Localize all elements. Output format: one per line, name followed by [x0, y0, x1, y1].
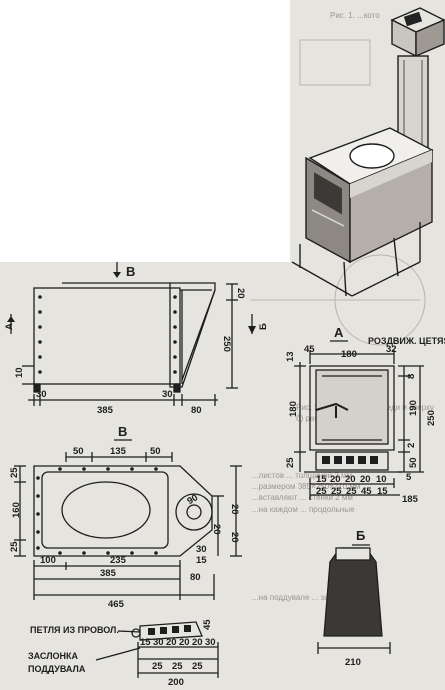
damper-label: ЗАСЛОНКА [28, 651, 78, 661]
dim-front-left-top: 45 [304, 344, 315, 355]
dim-front-bottom-a-1: 15 [316, 474, 327, 485]
side-view-right-arrow: Б [258, 323, 269, 330]
side-view-side-arrow: A [4, 323, 15, 330]
dim-front-overall-h: 250 [426, 410, 437, 426]
dim-front-width: 180 [341, 349, 357, 360]
dim-left-a: 25 [9, 467, 20, 478]
dim-front-bottom-b-4: 45 [361, 486, 372, 497]
dim-ash-top-3: 20 [166, 637, 177, 648]
dim-height: 250 [221, 336, 232, 352]
dim-front-bottom-b-2: 25 [331, 486, 342, 497]
dim-ash-top-2: 30 [153, 637, 164, 648]
dim-right-gap: 30 [162, 389, 173, 400]
dim-left-c: 25 [9, 541, 20, 552]
dim-mid-c: 20 [229, 532, 240, 543]
dim-front-bottom-b-5: 15 [377, 486, 388, 497]
dim-ash-top-1: 15 [140, 637, 151, 648]
dim-ash-total: 200 [168, 677, 184, 688]
dim-ash-mid-3: 25 [192, 661, 203, 672]
dim-total-a: 385 [100, 568, 117, 579]
dim-front-right-h4: 50 [408, 457, 419, 468]
dim-hole: 90 [185, 492, 200, 507]
dim-mid-b: 20 [229, 504, 240, 515]
dim-width-total: 385 [97, 405, 114, 416]
dim-front-bottom-a-2: 20 [330, 474, 341, 485]
ash-label: ПОДДУВАЛА [28, 664, 86, 674]
dim-left-part: 30 [36, 389, 47, 400]
end-view-label: Б [356, 528, 365, 543]
side-view: B A Б [4, 262, 269, 416]
dim-front-bottom-a-5: 10 [376, 474, 387, 485]
dim-ash-top-4: 20 [179, 637, 190, 648]
front-view-note: РОЗДВИЖ. ЦЕТЯS [368, 336, 445, 346]
dim-front-right-h2: 190 [408, 400, 419, 416]
bg-line-7: ...на поддувале ... заслонка [252, 593, 355, 602]
dim-flue-box: 80 [191, 405, 202, 416]
dim-top-offset: 20 [235, 288, 246, 299]
front-view: A РОЗДВИЖ. ЦЕТЯS 45 180 32 [285, 325, 445, 505]
loop-label: ПЕТЛЯ ИЗ ПРОВОЛ. [30, 625, 119, 635]
dim-left-short: 100 [40, 555, 56, 566]
dim-front-bottom-a-3: 20 [345, 474, 356, 485]
bg-line-5: ...вставляют ... стенки 2 мм [252, 493, 353, 502]
dim-front-right-h5: 5 [406, 472, 412, 483]
dim-r1: 15 [196, 555, 207, 566]
dim-ash-side: 45 [202, 619, 213, 630]
dim-ash-top-5: 20 [192, 637, 203, 648]
bg-line-6: ...на каждом ... продольные [252, 505, 355, 514]
stove-3d-sketch [291, 7, 445, 297]
side-view-arrow-label: B [126, 264, 135, 279]
dim-front-bottom-a-4: 20 [360, 474, 371, 485]
top-view: B 50 135 50 90 [9, 424, 242, 610]
dim-top-b: 135 [110, 446, 127, 457]
end-view: Б 210 [317, 528, 391, 668]
bg-line-3: ...листов ... толщиной 2 мм [252, 471, 352, 480]
dim-left-b: 160 [11, 502, 22, 518]
dim-front-right-top: 32 [386, 344, 397, 355]
dim-r2: 30 [196, 544, 207, 555]
dim-front-right-h3: 2 [406, 443, 417, 448]
dim-front-right-h1: 8 [406, 374, 417, 379]
dim-front-left-h2: 180 [288, 401, 299, 417]
dim-mid-a: 20 [211, 524, 222, 535]
dim-front-bottom-b-1: 25 [316, 486, 327, 497]
dim-front-bottom-b-3: 25 [346, 486, 357, 497]
dim-right-a: 80 [190, 572, 201, 583]
dim-overall: 465 [108, 599, 125, 610]
ash-door-detail: ПЕТЛЯ ИЗ ПРОВОЛ. 45 ЗАСЛОНКА ПОДДУВАЛА 1… [28, 619, 219, 688]
bg-top-line: Рис. 1. ...кото [330, 11, 380, 20]
blank-corner [0, 0, 290, 262]
bg-line-4: ...размером 385×250×210 мм [252, 482, 360, 491]
dim-ash-mid-2: 25 [172, 661, 183, 672]
dim-bottom-offset: 10 [14, 367, 25, 378]
dim-front-bottom-total: 185 [402, 494, 419, 505]
front-view-label: A [334, 325, 344, 340]
dim-front-left-h3: 25 [285, 457, 296, 468]
dim-inner: 235 [110, 555, 127, 566]
dim-top-a: 50 [73, 446, 84, 457]
top-view-label: B [118, 424, 127, 439]
dim-ash-mid-1: 25 [152, 661, 163, 672]
dim-top-c: 50 [150, 446, 161, 457]
dim-end-width: 210 [345, 657, 361, 668]
dim-ash-top-6: 30 [205, 637, 216, 648]
dim-front-left-h1: 13 [285, 351, 296, 362]
